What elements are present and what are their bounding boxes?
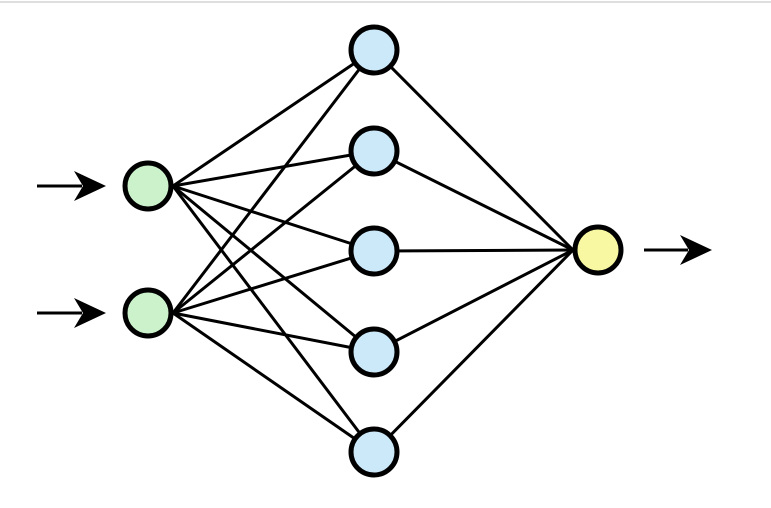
hidden-3-node: [348, 225, 400, 277]
edge-input-2-to-hidden-4: [172, 311, 375, 354]
edge-input-1-to-hidden-1: [172, 48, 375, 188]
edge-hidden-3-to-output-1: [373, 248, 574, 253]
edge-input-2-to-hidden-5: [172, 311, 375, 454]
edge-input-2-to-hidden-3: [172, 249, 375, 315]
edge-hidden-5-to-output-1: [372, 248, 575, 454]
edge-input-1-to-hidden-4: [172, 184, 375, 354]
input-arrow-2-icon: [74, 298, 106, 328]
input-arrow-1-icon: [74, 171, 106, 201]
input-2-node: [122, 287, 174, 339]
hidden-4-node: [348, 326, 400, 378]
hidden-5-node: [348, 426, 400, 478]
output-1-node: [572, 224, 624, 276]
edge-hidden-4-to-output-1: [373, 248, 574, 354]
edge-input-2-to-hidden-2: [172, 149, 375, 315]
edge-input-1-to-hidden-3: [172, 184, 375, 253]
edge-hidden-1-to-output-1: [372, 48, 575, 252]
window-top-border: [0, 1, 771, 3]
hidden-2-node: [348, 125, 400, 177]
output-arrow-icon: [680, 235, 712, 265]
edge-input-1-to-hidden-5: [171, 185, 376, 453]
hidden-1-node: [348, 24, 400, 76]
input-1-node: [122, 160, 174, 212]
edge-input-1-to-hidden-2: [172, 149, 375, 188]
edge-input-2-to-hidden-1: [171, 49, 376, 314]
edge-hidden-2-to-output-1: [373, 149, 574, 252]
